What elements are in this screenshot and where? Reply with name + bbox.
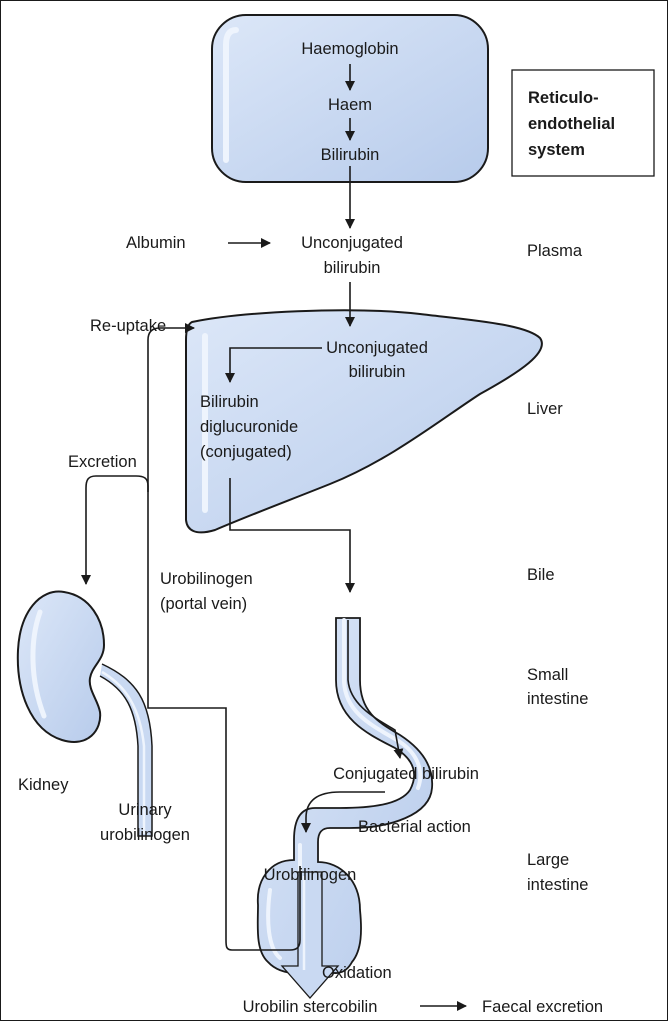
compartment-small-intestine-line-1: Small [527, 666, 568, 684]
arrow-excretion [86, 476, 148, 584]
urinary-line-2: urobilinogen [100, 826, 190, 844]
system-label-line-1: Reticulo- [528, 89, 599, 107]
albumin-label: Albumin [126, 234, 186, 252]
bacterial-action-label: Bacterial action [358, 818, 471, 836]
system-label-line-2: endothelial [528, 115, 615, 133]
urobilin-stercobilin-label: Urobilin stercobilin [243, 998, 378, 1016]
urobilinogen-gut-label: Urobilinogen [264, 866, 357, 884]
conjugated-line-1: Bilirubin [200, 393, 259, 411]
portal-urobilinogen-line-1: Urobilinogen [160, 570, 253, 588]
kidney-label: Kidney [18, 776, 69, 794]
haem-label: Haem [328, 96, 372, 114]
bilirubin-label: Bilirubin [321, 146, 380, 164]
compartment-large-intestine-line-2: intestine [527, 876, 588, 894]
system-label-line-3: system [528, 141, 585, 159]
liver-unconjugated-line-2: bilirubin [349, 363, 406, 381]
liver-unconjugated-line-1: Unconjugated [326, 339, 428, 357]
oxidation-label: Oxidation [322, 964, 392, 982]
compartment-small-intestine-line-2: intestine [527, 690, 588, 708]
excretion-label: Excretion [68, 453, 137, 471]
compartment-large-intestine-line-1: Large [527, 851, 569, 869]
kidney-shape [18, 592, 104, 742]
compartment-bile: Bile [527, 566, 555, 584]
reuptake-label: Re-uptake [90, 317, 166, 335]
conjugated-line-3: (conjugated) [200, 443, 292, 461]
haemoglobin-label: Haemoglobin [301, 40, 398, 58]
conjugated-line-2: diglucuronide [200, 418, 298, 436]
conjugated-bilirubin-label: Conjugated bilirubin [333, 765, 479, 783]
compartment-plasma: Plasma [527, 242, 583, 260]
urinary-line-1: Urinary [118, 801, 172, 819]
plasma-unconjugated-line-1: Unconjugated [301, 234, 403, 252]
portal-urobilinogen-line-2: (portal vein) [160, 595, 247, 613]
faecal-excretion-label: Faecal excretion [482, 998, 603, 1016]
plasma-unconjugated-line-2: bilirubin [324, 259, 381, 277]
compartment-liver: Liver [527, 400, 563, 418]
